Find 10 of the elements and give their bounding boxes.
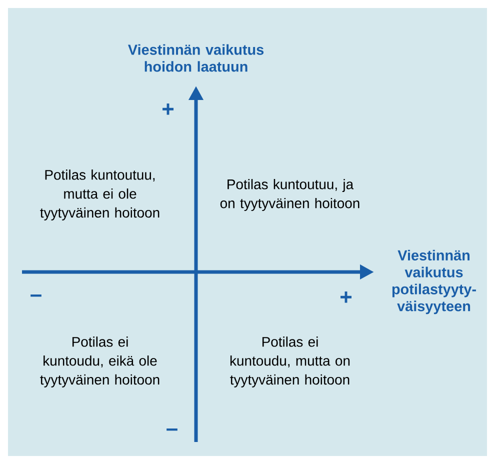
sign-label: – xyxy=(30,294,42,297)
quadrant-text: Potilas ei kuntoudu, mutta on tyytyväinen hoitoon xyxy=(230,336,350,388)
quadrant-text: Potilas ei kuntoudu, eikä ole tyytyväinen hoitoon xyxy=(40,336,160,388)
sign-label: – xyxy=(166,428,178,431)
quadrant-text: Potilas kuntoutuu, ja on tyytyväinen hoitoon xyxy=(220,179,360,211)
sign-label: + xyxy=(340,292,352,303)
axis-label: Viestinnän vaikutus hoidon laatuun xyxy=(128,44,264,72)
axis-label: Viestinnän vaikutus potilastyyty-väisyyteen xyxy=(392,250,476,314)
sign-label: + xyxy=(162,104,174,115)
quadrant-text: Potilas kuntoutuu, mutta ei ole tyytyväinen hoitoon xyxy=(40,170,160,220)
